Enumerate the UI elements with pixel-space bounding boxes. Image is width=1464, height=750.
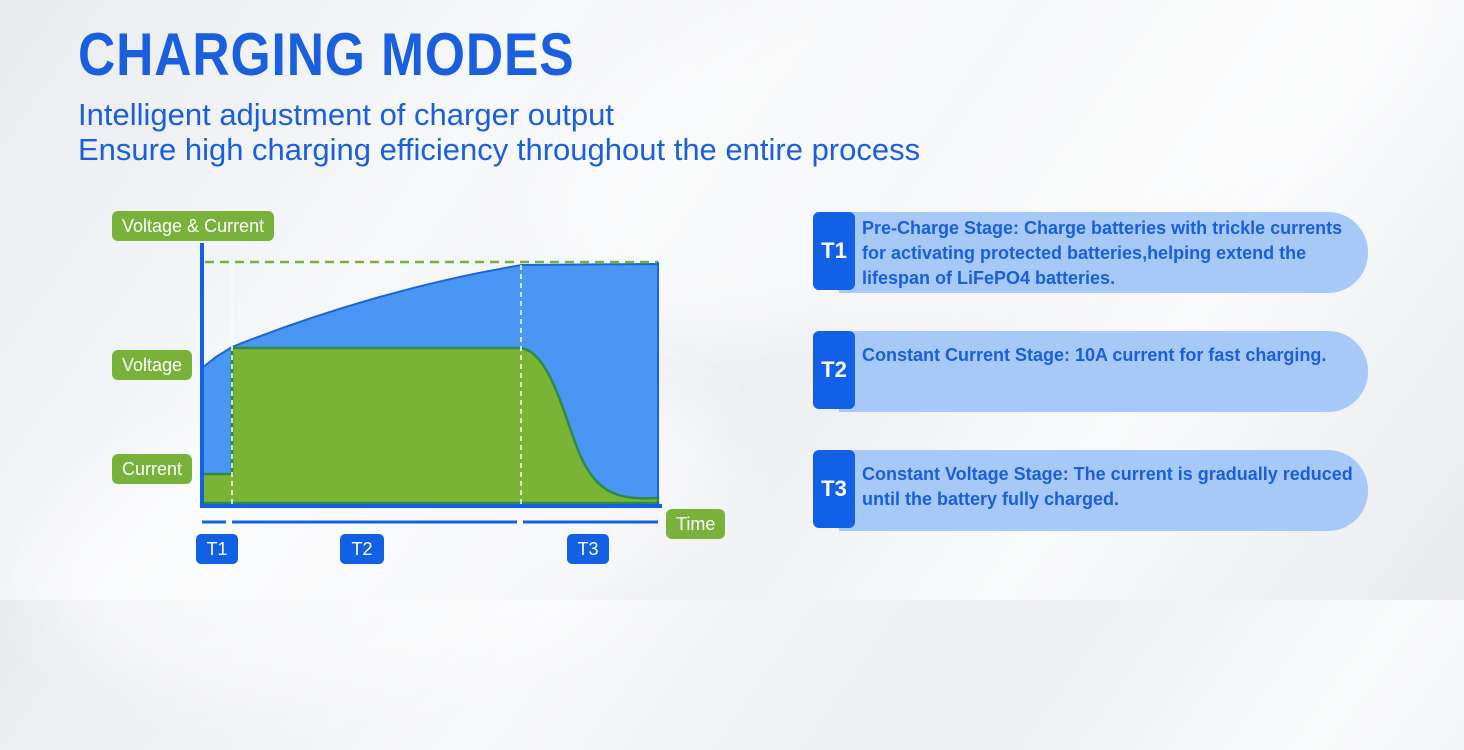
stage-description-t3: Constant Voltage Stage: The current is g… — [862, 464, 1353, 509]
y-axis-label: Voltage & Current — [112, 211, 275, 241]
x-axis-label: Time — [666, 509, 726, 539]
page-title: CHARGING MODES — [78, 21, 575, 88]
stage-card-t2: T2 Constant Current Stage: 10A current f… — [813, 331, 1368, 412]
segment-label-t3: T3 — [567, 534, 609, 564]
stage-badge-t2: T2 — [813, 331, 855, 409]
stage-card-t3: T3 Constant Voltage Stage: The current i… — [813, 450, 1368, 531]
stage-card-background — [839, 331, 1368, 412]
stage-description-t2: Constant Current Stage: 10A current for … — [862, 345, 1327, 365]
stage-card-background — [839, 450, 1368, 531]
stage-description-t1: Pre-Charge Stage: Charge batteries with … — [862, 218, 1343, 288]
subtitle-line-1: Intelligent adjustment of charger output — [78, 97, 614, 132]
current-label: Current — [112, 454, 193, 484]
subtitle-line-2: Ensure high charging efficiency througho… — [78, 132, 921, 167]
segment-label-t1: T1 — [196, 534, 238, 564]
stage-badge-t3: T3 — [813, 450, 855, 528]
stage-card-t1: T1 Pre-Charge Stage: Charge batteries wi… — [813, 212, 1368, 293]
segment-label-t2: T2 — [340, 534, 384, 564]
current-area — [200, 346, 660, 505]
stage-card-background — [839, 212, 1368, 293]
charging-curve-diagram — [200, 243, 662, 524]
stage-badge-t1: T1 — [813, 212, 855, 290]
voltage-label: Voltage — [112, 350, 193, 380]
